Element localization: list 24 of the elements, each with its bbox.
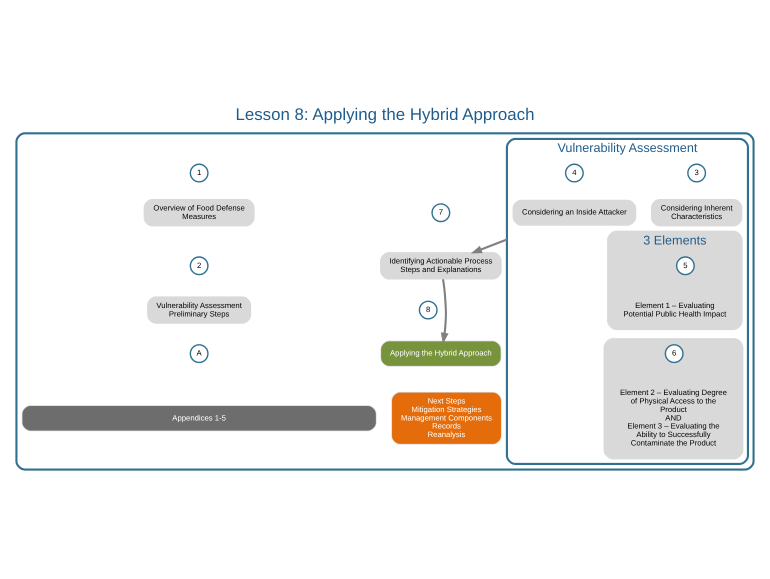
node-box: Overview of Food Defense Measures: [144, 199, 255, 226]
node-box: Considering Inherent Characteristics: [650, 199, 742, 226]
node-circle: 5: [676, 256, 695, 276]
node-box: Applying the Hybrid Approach: [380, 340, 502, 367]
node-circle: 8: [418, 300, 438, 320]
diagram-title: Lesson 8: Applying the Hybrid Approach: [236, 105, 534, 124]
node-circle: 1: [190, 164, 209, 183]
node-circle: 4: [564, 164, 584, 183]
node-circle: A: [190, 344, 209, 364]
node-box: Identifying Actionable Process Steps and Explanations: [380, 252, 502, 280]
arrow: [470, 238, 508, 254]
node-circle: 2: [190, 256, 209, 276]
node-box: Appendices 1-5: [22, 405, 377, 432]
node-text: Element 2 – Evaluating Degree of Physical Access to the Product AND Element 3 – Evaluating the Ability to Successfully Contaminate the Product: [620, 388, 727, 448]
node-circle: 7: [431, 203, 450, 222]
node-circle: 3: [687, 164, 706, 183]
cluster: [604, 338, 744, 460]
node-box: Next Steps Mitigation Strategies Management Components Records Reanalysis: [391, 392, 502, 445]
node-box: Vulnerability Assessment Preliminary Steps: [147, 296, 252, 324]
cluster: [15, 132, 755, 471]
arrow: [440, 279, 449, 344]
node-circle: 6: [664, 344, 684, 364]
node-box: Considering an Inside Attacker: [512, 200, 636, 226]
node-text: Element 1 – Evaluating Potential Public Health Impact: [623, 300, 726, 318]
